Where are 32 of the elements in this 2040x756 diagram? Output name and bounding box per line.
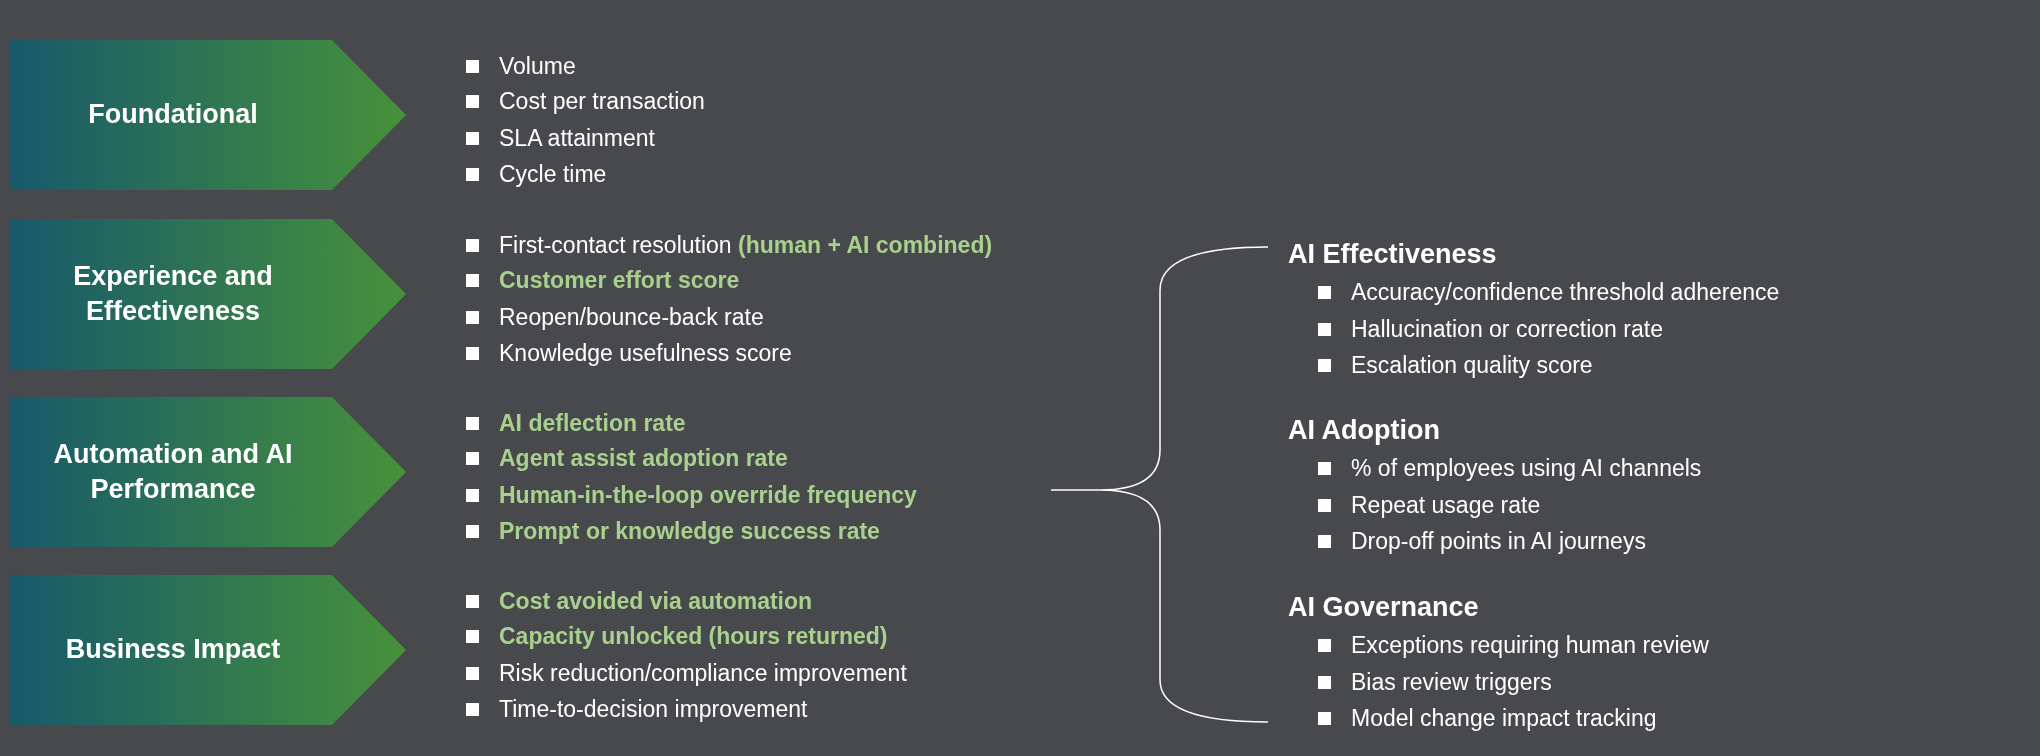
list-item: First-contact resolution (human + AI combined) — [466, 232, 993, 259]
chevron-shape: Automation and AI Performance — [10, 397, 406, 547]
list-item: Repeat usage rate — [1318, 492, 1541, 519]
section-heading: AI Effectiveness — [1288, 239, 1497, 270]
list-item: Customer effort score — [466, 267, 740, 294]
list-item: Drop-off points in AI journeys — [1318, 528, 1646, 555]
list-item: Knowledge usefulness score — [466, 340, 792, 367]
list-item: Prompt or knowledge success rate — [466, 518, 880, 545]
list-item: Model change impact tracking — [1318, 705, 1657, 732]
chevron-shape: Experience and Effectiveness — [10, 219, 406, 369]
list-item: Escalation quality score — [1318, 352, 1593, 379]
list-item: Exceptions requiring human review — [1318, 632, 1709, 659]
list-item: Risk reduction/compliance improvement — [466, 660, 907, 687]
list-item: % of employees using AI channels — [1318, 455, 1702, 482]
list-item: Reopen/bounce-back rate — [466, 304, 764, 331]
list-item: Cycle time — [466, 161, 607, 188]
list-item: Cost per transaction — [466, 88, 705, 115]
list-item: Volume — [466, 53, 576, 80]
list-item: Hallucination or correction rate — [1318, 316, 1663, 343]
list-item: Accuracy/confidence threshold adherence — [1318, 279, 1780, 306]
chevron-shape: Business Impact — [10, 575, 406, 725]
list-item: AI deflection rate — [466, 410, 686, 437]
list-item: Cost avoided via automation — [466, 588, 813, 615]
list-item: Human-in-the-loop override frequency — [466, 482, 917, 509]
list-item: Time-to-decision improvement — [466, 696, 808, 723]
chevron-shape: Foundational — [10, 40, 406, 190]
list-item: Agent assist adoption rate — [466, 445, 788, 472]
section-heading: AI Governance — [1288, 592, 1479, 623]
list-item: Bias review triggers — [1318, 669, 1552, 696]
list-item: Capacity unlocked (hours returned) — [466, 623, 888, 650]
section-heading: AI Adoption — [1288, 415, 1440, 446]
list-item: SLA attainment — [466, 125, 655, 152]
